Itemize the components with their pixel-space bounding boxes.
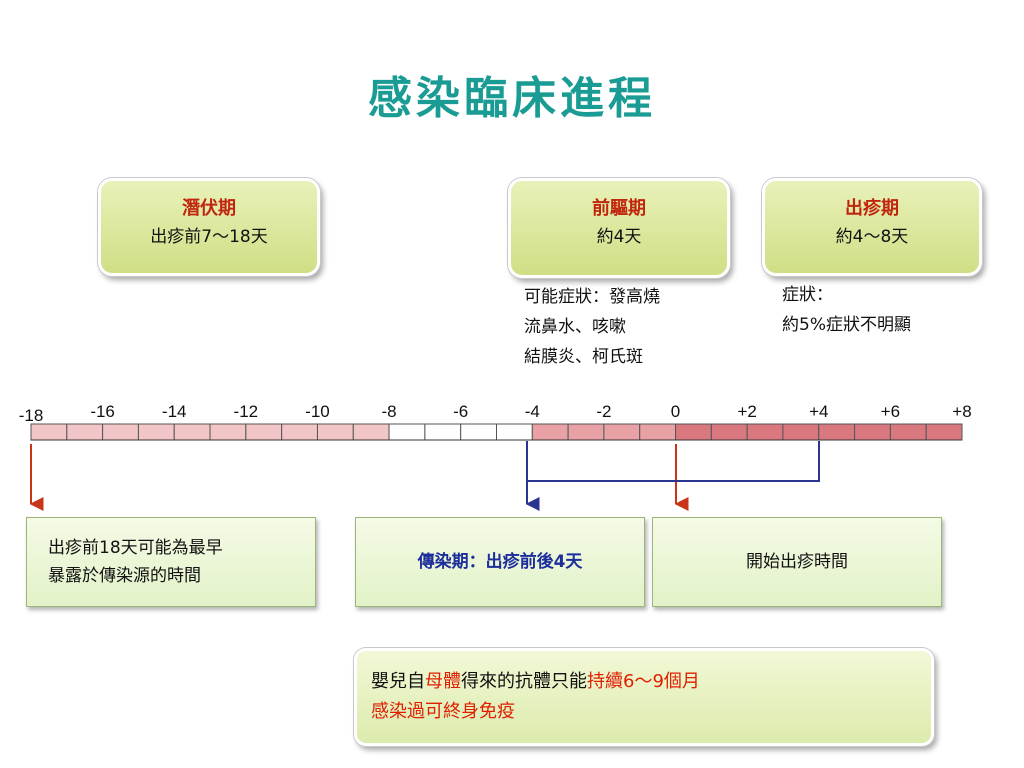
timeline-segment xyxy=(603,423,641,441)
timeline-bar xyxy=(30,423,963,441)
timeline-segment xyxy=(746,423,784,441)
timeline-tick-label: +8 xyxy=(952,402,972,421)
timeline-tick-label: -12 xyxy=(233,402,259,421)
exposure-box xyxy=(26,517,316,607)
timeline-segment xyxy=(66,423,104,441)
immunity-highlight: 持續6～9個月 xyxy=(587,671,700,692)
rash-phase-name: 出疹期 xyxy=(845,198,899,219)
timeline-tick-label: +2 xyxy=(737,402,757,421)
timeline-segment xyxy=(102,423,139,441)
timeline-segment xyxy=(854,423,891,441)
timeline-segment xyxy=(316,423,354,441)
prodrome-symptom-line: 可能症狀：發高燒 xyxy=(524,287,660,307)
rash-symptoms: 症狀： 約5%症狀不明顯 xyxy=(782,280,911,340)
timeline-tick-label: -4 xyxy=(524,402,540,421)
page-title: 感染臨床進程 xyxy=(368,73,656,124)
incubation-phase-box: 潛伏期 出疹前7～18天 xyxy=(98,178,320,276)
rash-symptom-line: 約5%症狀不明顯 xyxy=(782,315,911,335)
timeline-segment xyxy=(352,423,390,441)
timeline-segment xyxy=(245,423,283,441)
prodrome-symptom-line: 流鼻水、咳嗽 xyxy=(524,317,626,337)
incubation-phase-name: 潛伏期 xyxy=(182,198,236,219)
timeline-segment xyxy=(567,423,605,441)
immunity-text: 得來的抗體只能 xyxy=(461,671,587,692)
immunity-line-2: 感染過可終身免疫 xyxy=(371,701,515,722)
timeline-tick-label: -18 xyxy=(18,406,44,425)
timeline-segment xyxy=(424,423,462,441)
timeline-segment xyxy=(675,423,712,441)
timeline-tick-label: -8 xyxy=(381,402,397,421)
immunity-highlight: 母體 xyxy=(425,671,461,692)
timeline-segment xyxy=(531,423,569,441)
incubation-phase-detail: 出疹前7～18天 xyxy=(150,227,268,247)
timeline-segment xyxy=(281,423,318,441)
timeline-tick-label: -10 xyxy=(305,402,330,421)
prodrome-phase-name: 前驅期 xyxy=(592,198,646,219)
timeline-segment xyxy=(889,423,927,441)
immunity-line-1: 嬰兒自母體得來的抗體只能持續6～9個月 xyxy=(371,667,931,697)
prodrome-symptoms: 可能症狀：發高燒 流鼻水、咳嗽 結膜炎、柯氏斑 xyxy=(524,282,660,372)
timeline-tick-label: -14 xyxy=(161,402,187,421)
rash-onset-text: 開始出疹時間 xyxy=(746,552,848,572)
timeline-segment xyxy=(782,423,820,441)
contagious-period-text: 傳染期：出疹前後4天 xyxy=(417,552,583,572)
timeline-segment xyxy=(496,423,533,441)
prodrome-phase-box: 前驅期 約4天 xyxy=(508,178,730,278)
timeline-tick-label: -2 xyxy=(596,402,612,421)
prodrome-phase-detail: 約4天 xyxy=(596,227,642,247)
exposure-text-line: 出疹前18天可能為最早 xyxy=(48,538,223,558)
timeline-tick-label: -6 xyxy=(453,402,469,421)
timeline-segment xyxy=(388,423,426,441)
rash-symptom-line: 症狀： xyxy=(782,285,833,305)
timeline-segment xyxy=(30,423,68,441)
immunity-text: 嬰兒自 xyxy=(371,671,425,692)
contagious-period-box xyxy=(355,517,645,607)
immunity-note: 嬰兒自母體得來的抗體只能持續6～9個月 感染過可終身免疫 xyxy=(354,648,934,746)
timeline-segment xyxy=(173,423,211,441)
timeline-segment xyxy=(209,423,247,441)
timeline-segment xyxy=(639,423,677,441)
timeline-tick-label: 0 xyxy=(670,402,681,421)
exposure-text: 出疹前18天可能為最早 暴露於傳染源的時間 xyxy=(48,534,223,590)
rash-onset-box xyxy=(652,517,942,607)
rash-phase-detail: 約4～8天 xyxy=(835,227,909,247)
timeline-segment xyxy=(925,423,963,441)
timeline-tick-label: -16 xyxy=(90,402,115,421)
timeline-segment xyxy=(710,423,748,441)
timeline-tick-label: +4 xyxy=(809,402,829,421)
prodrome-symptom-line: 結膜炎、柯氏斑 xyxy=(524,347,643,367)
timeline-segment xyxy=(460,423,498,441)
contagious-bracket xyxy=(527,441,820,482)
exposure-text-line: 暴露於傳染源的時間 xyxy=(48,566,201,586)
rash-phase-box: 出疹期 約4～8天 xyxy=(762,178,982,276)
timeline-segment xyxy=(137,423,175,441)
timeline-segment xyxy=(818,423,856,441)
timeline-tick-label: +6 xyxy=(880,402,901,421)
